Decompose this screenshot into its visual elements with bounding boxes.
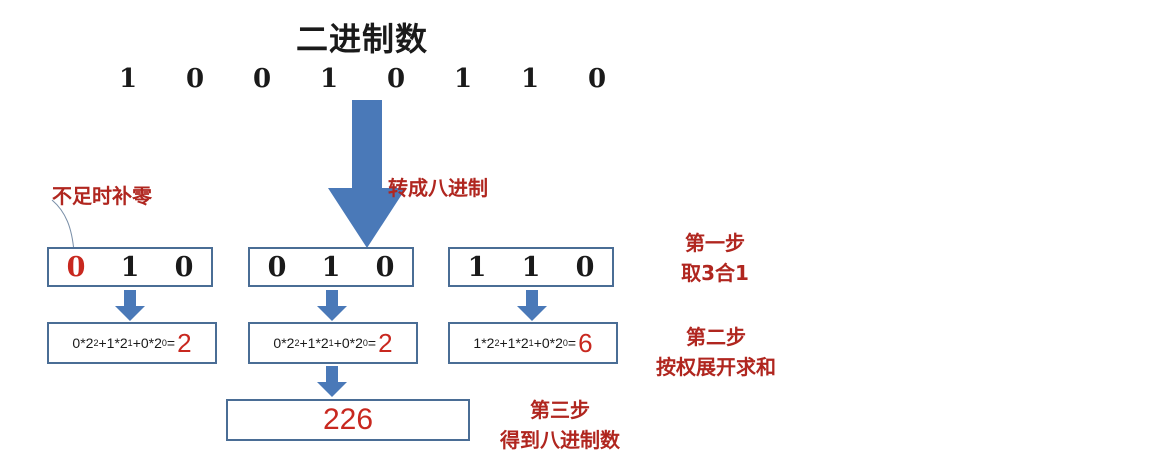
group-digit: 0 (375, 251, 395, 283)
binary-digit: 0 (587, 64, 607, 94)
step-title: 第一步 (685, 231, 745, 255)
group-digit: 0 (174, 251, 194, 283)
group-digit: 1 (120, 251, 140, 283)
step-1: 第一步 取3合1 (660, 228, 770, 288)
diagram-title: 二进制数 (296, 20, 429, 58)
calc-result: 6 (578, 327, 593, 358)
pad-zero-pointer (51, 199, 75, 253)
binary-digit: 0 (185, 64, 205, 94)
group-digit: 0 (267, 251, 287, 283)
group2-arrow (317, 290, 347, 321)
convert-label: 转成八进制 (388, 176, 488, 200)
bit-group-2: 0 1 0 (248, 247, 414, 287)
binary-digit: 1 (520, 64, 540, 94)
step-title: 第三步 (530, 398, 590, 422)
binary-digit: 0 (252, 64, 272, 94)
step-title: 第二步 (686, 325, 746, 349)
bit-group-1: 0 1 0 (47, 247, 213, 287)
group3-arrow (517, 290, 547, 321)
calc-result: 2 (378, 327, 393, 358)
group1-arrow (115, 290, 145, 321)
convert-arrow (328, 100, 406, 248)
binary-digit: 0 (386, 64, 406, 94)
bit-group-3: 1 1 0 (448, 247, 614, 287)
padded-digit: 0 (66, 251, 86, 283)
binary-digit: 1 (319, 64, 339, 94)
binary-digit: 1 (118, 64, 138, 94)
step-desc: 按权展开求和 (656, 355, 776, 379)
group-digit: 1 (521, 251, 541, 283)
step-2: 第二步 按权展开求和 (636, 322, 796, 382)
group-digit: 1 (321, 251, 341, 283)
pad-zero-label: 不足时补零 (52, 184, 152, 208)
calc-result: 2 (177, 327, 192, 358)
result-arrow (317, 366, 347, 397)
step-3: 第三步 得到八进制数 (480, 395, 640, 455)
group-digit: 0 (575, 251, 595, 283)
step-desc: 取3合1 (681, 261, 749, 285)
binary-digit: 1 (453, 64, 473, 94)
step-desc: 得到八进制数 (500, 428, 620, 452)
octal-result: 226 (226, 399, 470, 441)
group-digit: 1 (467, 251, 487, 283)
